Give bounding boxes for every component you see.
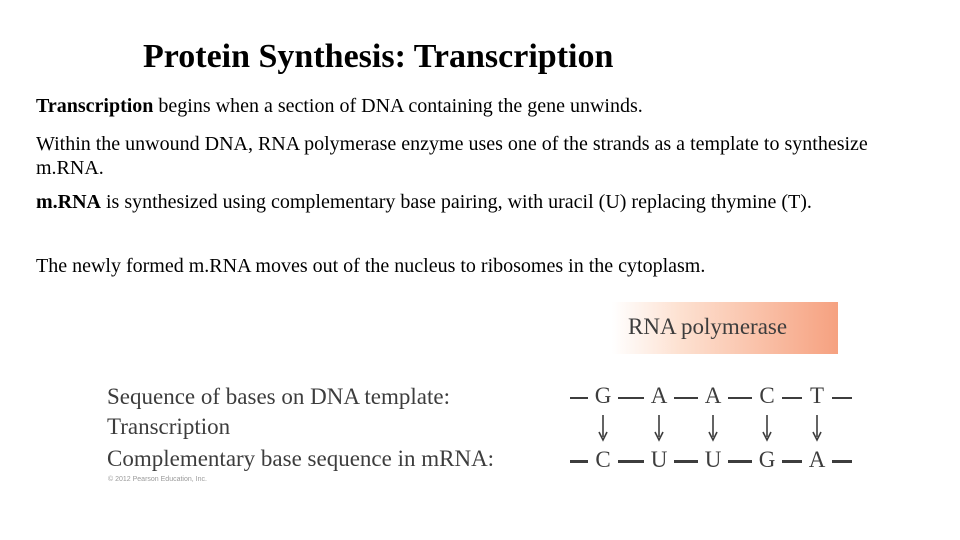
dna-sequence: G A A C T xyxy=(570,382,860,412)
down-arrow-icon xyxy=(598,415,608,442)
paragraph-text: is synthesized using complementary base … xyxy=(101,191,812,213)
mrna-sequence: C U U G A xyxy=(570,446,860,476)
mrna-base: C xyxy=(588,447,618,473)
slide-title: Protein Synthesis: Transcription xyxy=(143,38,614,75)
mrna-base: G xyxy=(752,447,782,473)
paragraph-transcription-begins: Transcription begins when a section of D… xyxy=(36,94,936,118)
transcription-label: Transcription xyxy=(107,414,231,439)
mrna-base: U xyxy=(644,447,674,473)
paragraph-text: begins when a section of DNA containing … xyxy=(153,95,643,117)
down-arrow-icon xyxy=(762,415,772,442)
paragraph-rna-polymerase: Within the unwound DNA, RNA polymerase e… xyxy=(36,133,868,179)
paragraph-base-pairing: m.RNA is synthesized using complementary… xyxy=(36,190,936,214)
mrna-sequence-label: Complementary base sequence in mRNA: xyxy=(107,446,495,471)
dna-base: C xyxy=(752,383,782,409)
dna-base: G xyxy=(588,383,618,409)
term-mrna: m.RNA xyxy=(36,191,101,213)
dna-template-label: Sequence of bases on DNA template: xyxy=(107,384,450,409)
rna-polymerase-box: RNA polymerase xyxy=(612,302,838,354)
paragraph-mrna-moves: The newly formed m.RNA moves out of the … xyxy=(36,255,706,277)
down-arrow-icon xyxy=(812,415,822,442)
mrna-base: A xyxy=(802,447,832,473)
term-transcription: Transcription xyxy=(36,95,154,117)
dna-base: A xyxy=(644,383,674,409)
dna-base: A xyxy=(698,383,728,409)
mrna-base: U xyxy=(698,447,728,473)
copyright-notice: © 2012 Pearson Education, Inc. xyxy=(108,476,207,483)
down-arrow-icon xyxy=(654,415,664,442)
transcription-arrows xyxy=(570,414,860,444)
dna-base: T xyxy=(802,383,832,409)
transcription-figure: RNA polymerase Sequence of bases on DNA … xyxy=(100,300,860,490)
down-arrow-icon xyxy=(708,415,718,442)
rna-polymerase-label: RNA polymerase xyxy=(628,314,788,339)
